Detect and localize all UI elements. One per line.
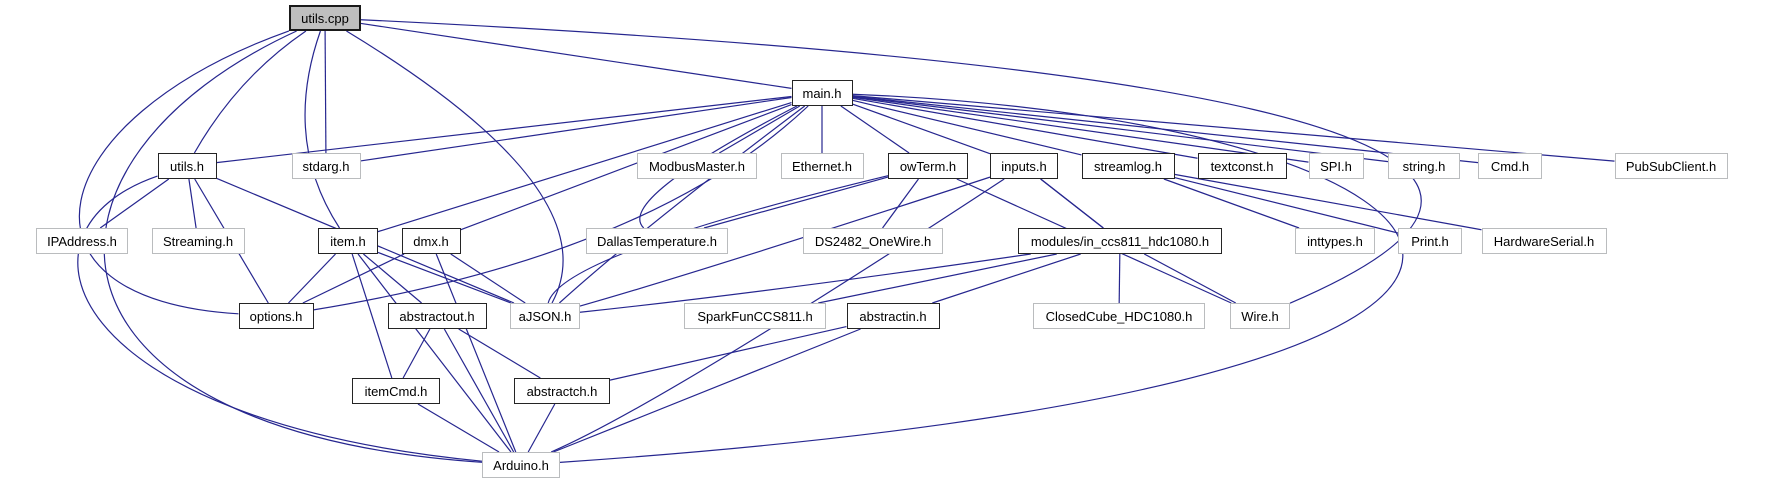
edge-item_h-abstractout_h — [363, 253, 422, 304]
graph-node-streaming_h: Streaming.h — [151, 228, 245, 254]
edge-item_h-ajson_h — [377, 251, 512, 304]
edge-main_h-stdarg_h — [360, 96, 792, 162]
edge-itemcmd_h-arduino_h — [417, 403, 500, 453]
graph-node-sparkfunccs811_h: SparkFunCCS811.h — [684, 303, 826, 329]
graph-node-utils_h[interactable]: utils.h — [157, 153, 217, 179]
graph-node-spi_h: SPI.h — [1308, 153, 1364, 179]
graph-node-arduino_h: Arduino.h — [482, 452, 560, 478]
graph-node-string_h: string.h — [1388, 153, 1460, 179]
graph-node-textconst_h[interactable]: textconst.h — [1197, 153, 1287, 179]
graph-node-modbusmaster_h: ModbusMaster.h — [637, 153, 757, 179]
graph-node-inputs_h[interactable]: inputs.h — [990, 153, 1058, 179]
edge-main_h-pubsubclient_h — [852, 95, 1615, 162]
edge-main_h-dallastemperature_h — [639, 105, 798, 229]
graph-node-hardwareserial_h: HardwareSerial.h — [1481, 228, 1607, 254]
graph-node-abstractin_h[interactable]: abstractin.h — [846, 303, 940, 329]
graph-node-stdarg_h: stdarg.h — [291, 153, 361, 179]
edge-main_h-arduino_h — [559, 93, 1404, 463]
edge-in_ccs811_hdc1080_h-sparkfunccs811_h — [818, 253, 1057, 304]
edge-in_ccs811_hdc1080_h-inputs_h — [1040, 178, 1104, 229]
edge-utils_cpp-arduino_h — [103, 30, 483, 463]
edge-abstractin_h-arduino_h — [553, 328, 861, 453]
edge-utils_h-ipaddress_h — [99, 178, 170, 229]
edge-streamlog_h-hardwareserial_h — [1174, 173, 1482, 231]
edge-main_h-spi_h — [852, 96, 1309, 163]
graph-node-abstractch_h[interactable]: abstractch.h — [514, 378, 610, 404]
edge-utils_cpp-main_h — [360, 22, 792, 89]
graph-node-item_h[interactable]: item.h — [318, 228, 378, 254]
graph-node-streamlog_h[interactable]: streamlog.h — [1081, 153, 1175, 179]
edge-streamlog_h-print_h — [1174, 176, 1399, 234]
edge-main_h-modbusmaster_h — [718, 105, 801, 154]
graph-node-owterm_h[interactable]: owTerm.h — [888, 153, 968, 179]
edge-abstractout_h-abstractch_h — [458, 328, 541, 379]
edge-abstractch_h-arduino_h — [527, 403, 556, 453]
edge-in_ccs811_hdc1080_h-wire_h — [1143, 253, 1237, 304]
edge-utils_cpp-item_h — [304, 30, 341, 229]
edge-item_h-itemcmd_h — [351, 253, 393, 379]
edge-item_h-arduino_h — [357, 253, 512, 453]
graph-node-pubsubclient_h: PubSubClient.h — [1614, 153, 1728, 179]
edge-main_h-dmx_h — [460, 103, 792, 231]
edge-dmx_h-ajson_h — [450, 253, 526, 304]
graph-node-closedcube_hdc1080_h: ClosedCube_HDC1080.h — [1033, 303, 1205, 329]
edge-utils_h-arduino_h — [77, 175, 483, 462]
edge-main_h-string_h — [852, 96, 1389, 163]
graph-node-cmd_h: Cmd.h — [1478, 153, 1542, 179]
graph-node-in_ccs811_hdc1080_h[interactable]: modules/in_ccs811_hdc1080.h — [1018, 228, 1222, 254]
edge-main_h-utils_h — [216, 95, 792, 164]
graph-node-ipaddress_h: IPAddress.h — [36, 228, 128, 254]
graph-node-wire_h: Wire.h — [1230, 303, 1290, 329]
edge-owterm_h-ds2482_onewire_h — [882, 178, 919, 229]
edge-main_h-owterm_h — [840, 105, 910, 154]
graph-node-options_h[interactable]: options.h — [238, 303, 314, 329]
edge-abstractout_h-arduino_h — [443, 328, 515, 453]
graph-node-ds2482_onewire_h: DS2482_OneWire.h — [803, 228, 943, 254]
graph-node-dmx_h[interactable]: dmx.h — [401, 228, 461, 254]
edge-streamlog_h-inttypes_h — [1163, 178, 1300, 229]
edge-abstractout_h-itemcmd_h — [402, 328, 431, 379]
edge-main_h-inputs_h — [852, 103, 991, 155]
edge-in_ccs811_hdc1080_h-closedcube_hdc1080_h — [1118, 253, 1121, 304]
graph-node-ajson_h: aJSON.h — [510, 303, 580, 329]
edge-main_h-ajson_h — [558, 105, 806, 304]
edge-in_ccs811_hdc1080_h-ajson_h — [579, 253, 1031, 313]
edge-utils_cpp-options_h — [78, 30, 290, 315]
graph-node-utils_cpp: utils.cpp — [289, 5, 361, 31]
edge-main_h-textconst_h — [852, 97, 1198, 159]
graph-node-abstractout_h[interactable]: abstractout.h — [387, 303, 487, 329]
graph-node-itemcmd_h[interactable]: itemCmd.h — [352, 378, 440, 404]
edge-dmx_h-arduino_h — [435, 253, 517, 453]
edge-abstractin_h-abstractch_h — [609, 325, 847, 381]
edge-utils_h-streaming_h — [188, 178, 197, 229]
edge-utils_cpp-ajson_h — [346, 30, 564, 304]
edge-utils_cpp-utils_h — [193, 30, 307, 154]
edge-item_h-options_h — [288, 253, 336, 304]
graph-node-ethernet_h: Ethernet.h — [780, 153, 864, 179]
graph-node-dallastemperature_h: DallasTemperature.h — [586, 228, 728, 254]
edge-owterm_h-dallastemperature_h — [703, 176, 889, 229]
graph-node-main_h[interactable]: main.h — [791, 80, 853, 106]
edge-utils_cpp-stdarg_h — [324, 30, 327, 154]
graph-node-print_h: Print.h — [1398, 228, 1462, 254]
graph-node-inttypes_h: inttypes.h — [1295, 228, 1375, 254]
edge-in_ccs811_hdc1080_h-abstractin_h — [932, 253, 1081, 304]
edge-dmx_h-options_h — [302, 253, 405, 304]
edge-main_h-streamlog_h — [852, 99, 1082, 156]
edge-inputs_h-ajson_h — [579, 176, 991, 307]
edge-main_h-item_h — [377, 101, 792, 233]
